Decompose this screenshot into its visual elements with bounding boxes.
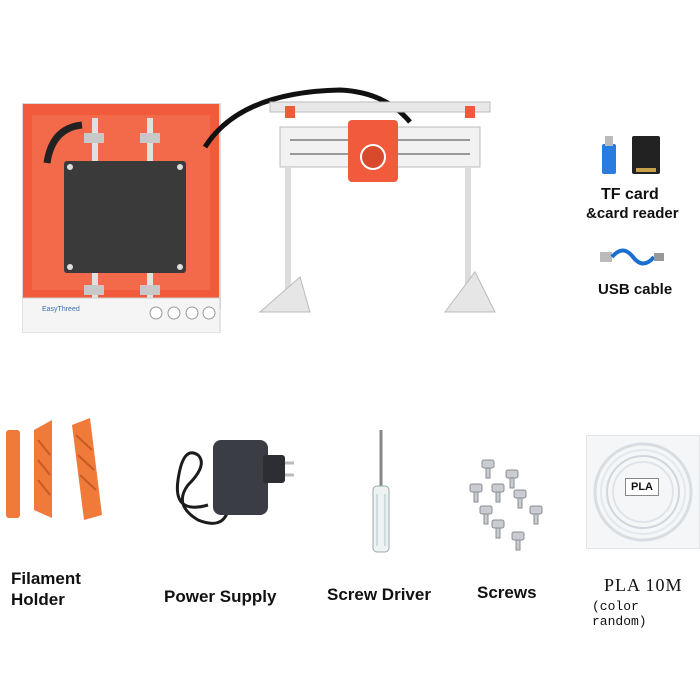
usb-cable-image — [600, 248, 664, 266]
pla-filament-image: PLA — [586, 435, 700, 549]
power-supply-label: Power Supply — [164, 587, 277, 606]
filament-holder-image — [6, 418, 102, 520]
printer-brand-label: EasyThreed — [42, 306, 80, 313]
printer-front-image — [22, 103, 221, 333]
printer-frame-image — [202, 87, 496, 313]
usb-cable-label: USB cable — [598, 281, 673, 298]
pla-box-label: PLA — [625, 478, 659, 496]
power-supply-image — [175, 440, 294, 525]
pla-label-line2: (color random) — [592, 599, 647, 629]
screw-driver-image — [372, 430, 390, 553]
tf-card-label-line2: &card reader — [586, 205, 679, 222]
screws-label: Screws — [477, 583, 537, 602]
pla-label-line1: PLA 10M — [604, 575, 683, 595]
tf-card-label-line1: TF card — [601, 186, 659, 203]
screw-driver-label: Screw Driver — [327, 585, 431, 604]
pla-coil-icon — [593, 442, 693, 542]
filament-holder-label-line2: Holder — [11, 590, 65, 609]
filament-holder-label-line1: Filament — [11, 569, 81, 588]
tf-card-reader-image — [602, 136, 660, 174]
screws-image — [469, 459, 543, 551]
